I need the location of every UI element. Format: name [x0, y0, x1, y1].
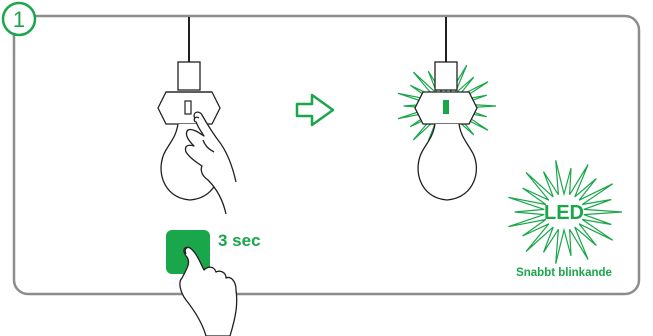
- step-frame: [12, 14, 641, 296]
- led-label: LED: [544, 202, 584, 224]
- led-burst-icon: [508, 160, 623, 264]
- press-duration: 3 sec: [218, 231, 261, 250]
- led-indicator: [443, 100, 449, 114]
- pointing-finger-icon: [179, 246, 238, 336]
- blink-caption: Snabbt blinkande: [516, 267, 612, 279]
- bulb-right: [414, 17, 478, 201]
- arrow-right-icon: [295, 93, 335, 127]
- step-number: 1: [13, 7, 25, 32]
- step-badge: 1: [1, 1, 37, 37]
- hand-icon: [184, 111, 237, 215]
